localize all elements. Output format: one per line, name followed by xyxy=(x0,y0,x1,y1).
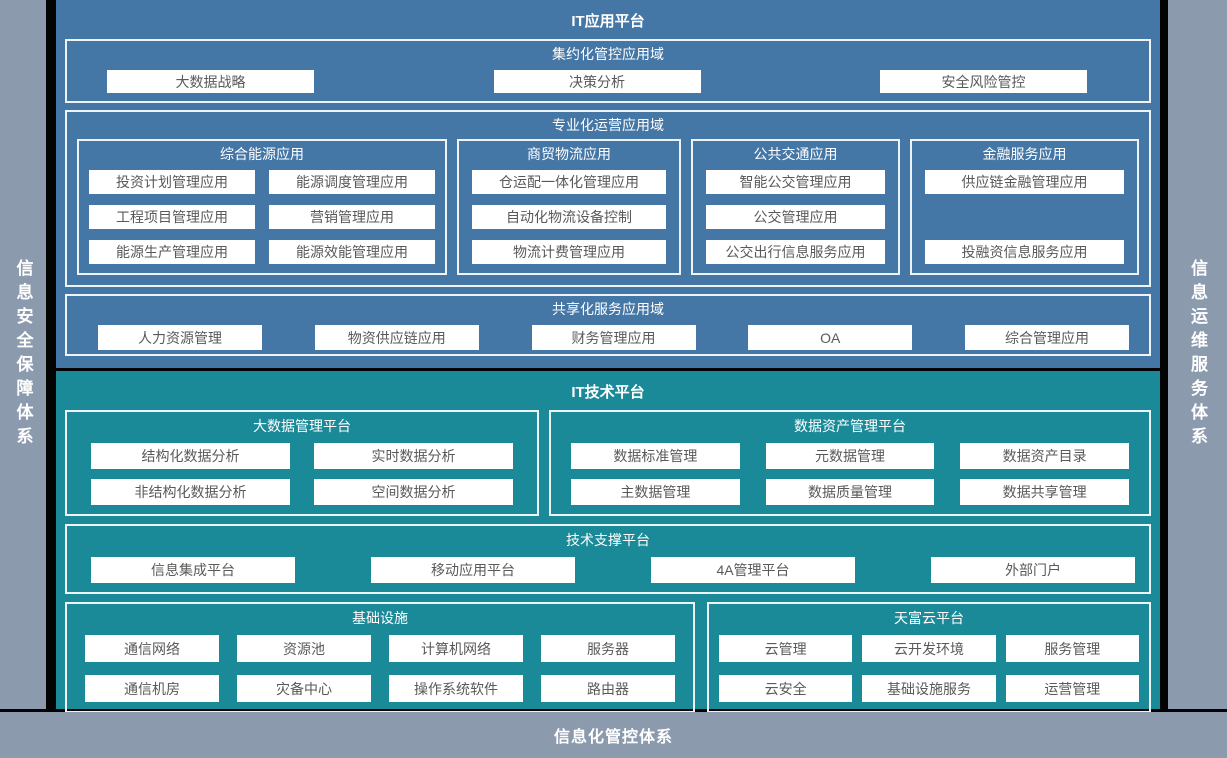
tech-box: 元数据管理 xyxy=(765,443,935,469)
tech-box: 计算机网络 xyxy=(389,635,523,662)
group-technical-support-platform: 技术支撑平台 信息集成平台 移动应用平台 4A管理平台 外部门户 xyxy=(65,524,1151,594)
group-public-transport: 公共交通应用 智能公交管理应用 公交管理应用 公交出行信息服务应用 xyxy=(691,139,900,275)
group-infrastructure-items: 通信网络 资源池 计算机网络 服务器 通信机房 灾备中心 操作系统软件 路由器 xyxy=(67,635,693,702)
group-tianfu-cloud-platform-title: 天富云平台 xyxy=(894,610,964,626)
group-bigdata-management: 大数据管理平台 结构化数据分析 实时数据分析 非结构化数据分析 空间数据分析 xyxy=(65,410,539,516)
tech-box: 实时数据分析 xyxy=(314,443,513,469)
app-box: 公交管理应用 xyxy=(706,205,885,229)
app-box: 营销管理应用 xyxy=(269,205,435,229)
group-data-asset-management: 数据资产管理平台 数据标准管理 元数据管理 数据资产目录 主数据管理 数据质量管… xyxy=(549,410,1151,516)
app-box: 公交出行信息服务应用 xyxy=(706,240,885,264)
tech-box: 云安全 xyxy=(719,675,853,702)
group-public-transport-items: 智能公交管理应用 公交管理应用 公交出行信息服务应用 xyxy=(693,170,898,264)
app-box: 投融资信息服务应用 xyxy=(925,240,1124,264)
domain-specialized-operations: 专业化运营应用域 综合能源应用 投资计划管理应用 能源调度管理应用 工程项目管理… xyxy=(65,110,1151,287)
group-financial-services-title: 金融服务应用 xyxy=(982,146,1067,162)
group-tianfu-cloud-platform-items: 云管理 云开发环境 服务管理 云安全 基础设施服务 运营管理 xyxy=(709,635,1149,702)
tech-box: 数据共享管理 xyxy=(960,479,1129,505)
app-box: 智能公交管理应用 xyxy=(706,170,885,194)
group-infrastructure: 基础设施 通信网络 资源池 计算机网络 服务器 通信机房 灾备中心 操作系统软件… xyxy=(65,602,695,713)
tech-box: 4A管理平台 xyxy=(651,557,855,583)
app-box: 财务管理应用 xyxy=(531,325,696,350)
it-application-platform-title: IT应用平台 xyxy=(571,13,645,30)
tech-box: 通信机房 xyxy=(85,675,219,702)
app-box: 物资供应链应用 xyxy=(314,325,479,350)
it-technology-platform-section: IT技术平台 大数据管理平台 结构化数据分析 实时数据分析 非结构化数据分析 空… xyxy=(56,371,1160,713)
group-public-transport-title: 公共交通应用 xyxy=(753,146,838,162)
group-integrated-energy-items: 投资计划管理应用 能源调度管理应用 工程项目管理应用 营销管理应用 能源生产管理… xyxy=(79,170,445,264)
app-box: 投资计划管理应用 xyxy=(89,170,255,194)
group-trade-logistics-title: 商贸物流应用 xyxy=(527,146,611,162)
tech-box: 移动应用平台 xyxy=(371,557,575,583)
domain-intensive-control-title: 集约化管控应用域 xyxy=(552,46,664,62)
app-box: 安全风险管控 xyxy=(880,70,1087,93)
diagram-main-area: IT应用平台 集约化管控应用域 大数据战略 决策分析 安全风险管控 专业化运营应… xyxy=(56,0,1160,713)
domain-specialized-operations-groups: 综合能源应用 投资计划管理应用 能源调度管理应用 工程项目管理应用 营销管理应用… xyxy=(67,135,1149,285)
tech-box: 服务管理 xyxy=(1005,635,1139,662)
tech-box: 数据质量管理 xyxy=(765,479,935,505)
right-sidebar-label: 信息运维服务体系 xyxy=(1188,258,1207,451)
group-integrated-energy-title: 综合能源应用 xyxy=(220,146,304,162)
app-box: 物流计费管理应用 xyxy=(472,240,666,264)
app-box: 能源生产管理应用 xyxy=(89,240,255,264)
domain-shared-services-title: 共享化服务应用域 xyxy=(552,301,664,317)
it-technology-platform-title: IT技术平台 xyxy=(571,384,645,401)
app-box: OA xyxy=(748,325,913,350)
domain-shared-services: 共享化服务应用域 人力资源管理 物资供应链应用 财务管理应用 OA 综合管理应用 xyxy=(65,294,1151,356)
app-box: 大数据战略 xyxy=(107,70,314,93)
left-sidebar-security-system: 信息安全保障体系 xyxy=(0,0,46,709)
app-box: 能源调度管理应用 xyxy=(269,170,435,194)
tech-box: 通信网络 xyxy=(85,635,219,662)
left-sidebar-label: 信息安全保障体系 xyxy=(13,258,33,451)
group-technical-support-platform-title: 技术支撑平台 xyxy=(566,532,650,548)
it-application-platform-section: IT应用平台 集约化管控应用域 大数据战略 决策分析 安全风险管控 专业化运营应… xyxy=(56,0,1160,368)
tech-box: 灾备中心 xyxy=(237,675,371,702)
group-data-asset-management-title: 数据资产管理平台 xyxy=(794,418,906,434)
app-box: 供应链金融管理应用 xyxy=(925,170,1124,194)
app-box: 自动化物流设备控制 xyxy=(472,205,666,229)
tech-box: 空间数据分析 xyxy=(314,479,513,505)
tech-box: 云管理 xyxy=(719,635,853,662)
group-bigdata-management-items: 结构化数据分析 实时数据分析 非结构化数据分析 空间数据分析 xyxy=(67,443,537,505)
domain-intensive-control: 集约化管控应用域 大数据战略 决策分析 安全风险管控 xyxy=(65,39,1151,103)
group-tianfu-cloud-platform: 天富云平台 云管理 云开发环境 服务管理 云安全 基础设施服务 运营管理 xyxy=(707,602,1151,713)
tech-box: 信息集成平台 xyxy=(91,557,295,583)
app-box: 综合管理应用 xyxy=(965,325,1129,350)
group-financial-services: 金融服务应用 供应链金融管理应用 投融资信息服务应用 xyxy=(910,139,1139,275)
group-trade-logistics: 商贸物流应用 仓运配一体化管理应用 自动化物流设备控制 物流计费管理应用 xyxy=(457,139,681,275)
group-data-asset-management-items: 数据标准管理 元数据管理 数据资产目录 主数据管理 数据质量管理 数据共享管理 xyxy=(551,443,1149,505)
app-box: 工程项目管理应用 xyxy=(89,205,255,229)
tech-box: 云开发环境 xyxy=(862,635,996,662)
tech-box: 资源池 xyxy=(237,635,371,662)
app-box: 决策分析 xyxy=(493,70,701,93)
group-financial-services-items: 供应链金融管理应用 投融资信息服务应用 xyxy=(912,170,1137,264)
domain-intensive-control-items: 大数据战略 决策分析 安全风险管控 xyxy=(67,64,1149,101)
tech-box: 主数据管理 xyxy=(571,479,740,505)
group-technical-support-platform-items: 信息集成平台 移动应用平台 4A管理平台 外部门户 xyxy=(67,557,1149,583)
group-bigdata-management-title: 大数据管理平台 xyxy=(253,418,351,434)
tech-box: 数据资产目录 xyxy=(960,443,1129,469)
bottom-bar-informatization-control-system: 信息化管控体系 xyxy=(0,712,1227,758)
tech-row-infrastructure: 基础设施 通信网络 资源池 计算机网络 服务器 通信机房 灾备中心 操作系统软件… xyxy=(65,602,1151,713)
tech-box: 基础设施服务 xyxy=(862,675,996,702)
app-box: 人力资源管理 xyxy=(98,325,262,350)
group-infrastructure-title: 基础设施 xyxy=(352,610,408,626)
tech-box: 非结构化数据分析 xyxy=(91,479,290,505)
tech-box: 运营管理 xyxy=(1005,675,1139,702)
tech-row-data-platforms: 大数据管理平台 结构化数据分析 实时数据分析 非结构化数据分析 空间数据分析 数… xyxy=(65,410,1151,516)
group-integrated-energy: 综合能源应用 投资计划管理应用 能源调度管理应用 工程项目管理应用 营销管理应用… xyxy=(77,139,447,275)
tech-box: 外部门户 xyxy=(931,557,1135,583)
domain-specialized-operations-title: 专业化运营应用域 xyxy=(552,117,664,133)
tech-box: 结构化数据分析 xyxy=(91,443,290,469)
right-sidebar-ops-service-system: 信息运维服务体系 xyxy=(1168,0,1227,709)
app-box: 仓运配一体化管理应用 xyxy=(472,170,666,194)
tech-box: 操作系统软件 xyxy=(389,675,523,702)
domain-shared-services-items: 人力资源管理 物资供应链应用 财务管理应用 OA 综合管理应用 xyxy=(67,319,1149,350)
bottom-bar-label: 信息化管控体系 xyxy=(553,729,673,746)
tech-box: 路由器 xyxy=(541,675,675,702)
tech-box: 服务器 xyxy=(541,635,675,662)
tech-box: 数据标准管理 xyxy=(571,443,740,469)
app-box: 能源效能管理应用 xyxy=(269,240,435,264)
group-trade-logistics-items: 仓运配一体化管理应用 自动化物流设备控制 物流计费管理应用 xyxy=(459,170,679,264)
